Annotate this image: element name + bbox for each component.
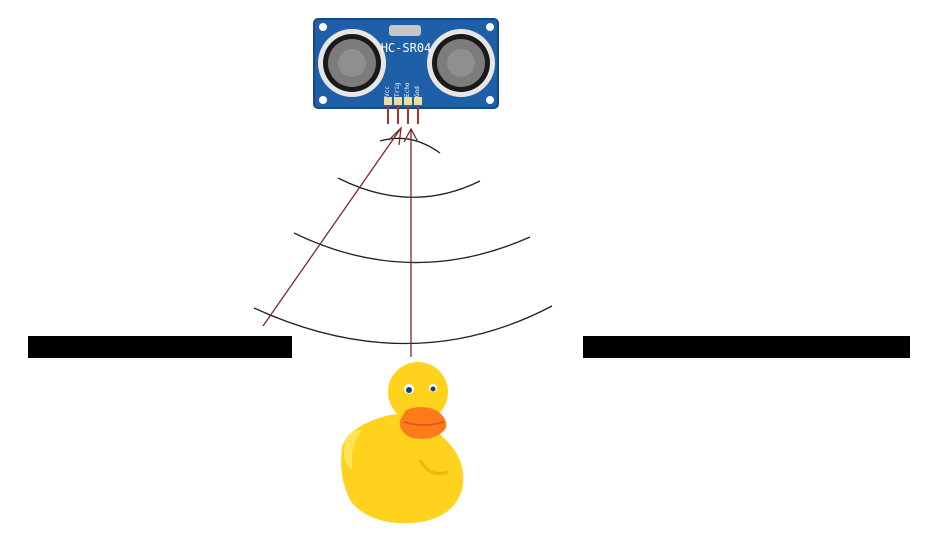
sound-wave-arc bbox=[253, 305, 553, 345]
arrow-head bbox=[403, 127, 419, 143]
pin-header bbox=[384, 97, 422, 124]
mount-hole bbox=[319, 23, 327, 31]
pin-label-echo: Echo bbox=[404, 82, 411, 97]
mount-hole bbox=[486, 96, 494, 104]
wall-right bbox=[583, 336, 910, 358]
duck-tail bbox=[344, 430, 362, 470]
sound-wave-arc bbox=[337, 177, 481, 198]
duck-beak bbox=[399, 407, 447, 439]
mount-hole bbox=[319, 96, 327, 104]
duck-pupil bbox=[406, 387, 412, 393]
duck-head bbox=[388, 362, 448, 422]
duck-body bbox=[341, 410, 464, 524]
duck-beak-line bbox=[403, 421, 445, 426]
rubber-duck bbox=[341, 362, 464, 524]
sound-wave-arc bbox=[293, 232, 531, 264]
sound-waves bbox=[253, 137, 553, 345]
pin-label-gnd: Gnd bbox=[414, 86, 421, 97]
arrow-head bbox=[388, 126, 402, 146]
duck-wing bbox=[418, 459, 449, 475]
duck-pupil bbox=[430, 386, 436, 392]
mount-hole bbox=[486, 23, 494, 31]
echo-rays bbox=[262, 126, 419, 357]
pin-label-vcc: Vcc bbox=[384, 86, 391, 97]
ultrasonic-sensor: HC-SR04 Vcc Trig Echo Gnd bbox=[313, 18, 499, 124]
pin-label-trig: Trig bbox=[394, 82, 401, 97]
transmitter-transducer bbox=[318, 29, 386, 97]
receiver-transducer bbox=[427, 29, 495, 97]
reflected-ray bbox=[262, 127, 402, 327]
wall-left bbox=[28, 336, 292, 358]
sensor-model-label: HC-SR04 bbox=[381, 41, 432, 55]
crystal bbox=[389, 25, 421, 36]
